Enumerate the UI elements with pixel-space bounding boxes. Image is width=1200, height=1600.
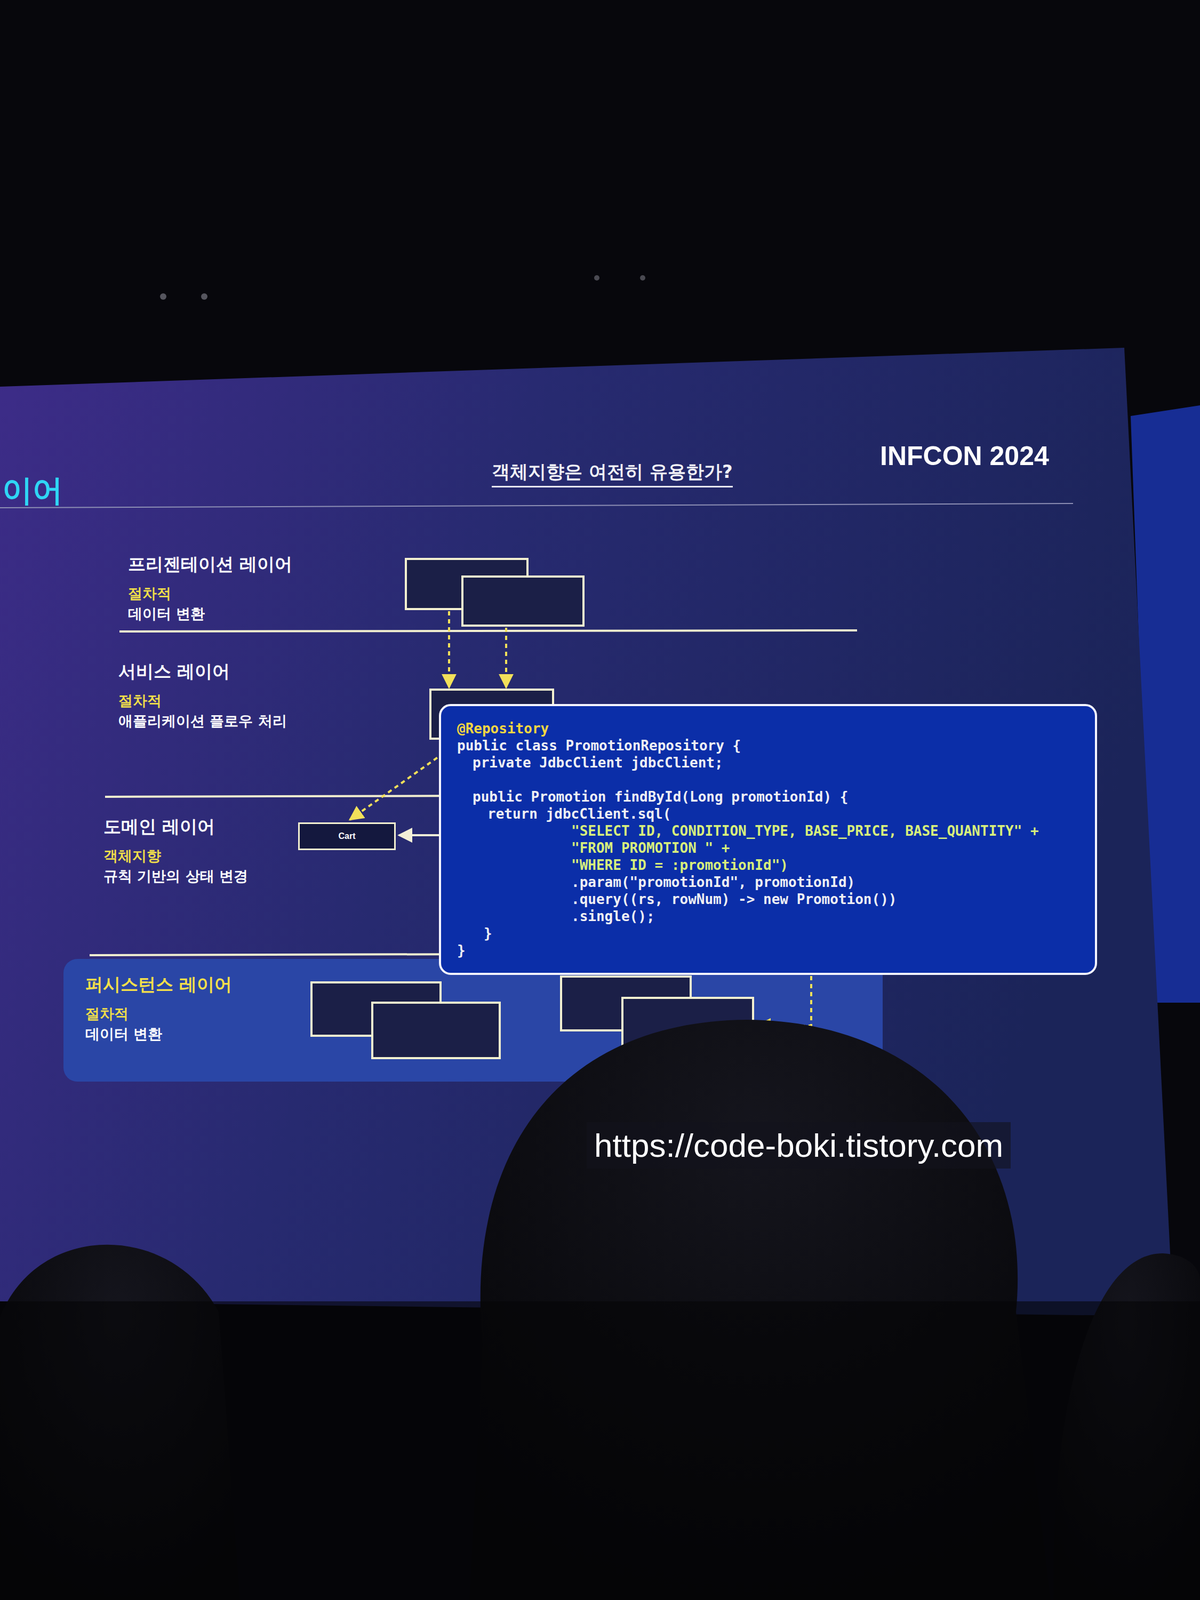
dashed-arrow <box>505 627 508 688</box>
node-note: 절차적 <box>128 583 293 604</box>
layer-divider <box>89 954 480 956</box>
layer-band: 퍼시스턴스 레이어절차적데이터 변환 <box>85 972 233 1045</box>
node-note: 데이터 변환 <box>128 603 293 624</box>
node-note: 애플리케이션 플로우 처리 <box>118 710 287 732</box>
stage-light <box>160 293 167 300</box>
entity-box: Cart <box>298 822 396 851</box>
event-logo: INFCON 2024 <box>880 440 1050 472</box>
dashed-arrow <box>757 976 812 1026</box>
code-line: "FROM PROMOTION " + <box>457 839 1079 857</box>
node-heading: 프리젠테이션 레이어 <box>128 552 293 576</box>
empty-box <box>372 1002 500 1059</box>
code-line: private JdbcClient jdbcClient; <box>457 754 1079 772</box>
layer-band: 프리젠테이션 레이어절차적데이터 변환 <box>128 552 293 624</box>
node-note: 규칙 기반의 상태 변경 <box>103 866 248 887</box>
layer-band: 도메인 레이어객체지향규칙 기반의 상태 변경Cart <box>103 814 248 887</box>
cut-heading: 이어 <box>2 470 63 512</box>
watermark: https://code-boki.tistory.com <box>586 1122 1011 1169</box>
node-heading: 도메인 레이어 <box>103 814 248 839</box>
dashed-arrow <box>448 611 451 688</box>
node-heading: 서비스 레이어 <box>118 659 287 684</box>
code-line: .param("promotionId", promotionId) <box>457 873 1079 891</box>
slide-title: 객체지향은 여전히 유용한가? <box>491 459 733 488</box>
header-rule <box>0 503 1074 508</box>
code-line: public Promotion findById(Long promotion… <box>457 788 1079 806</box>
code-line: .single(); <box>457 907 1079 925</box>
node-note: 데이터 변환 <box>85 1024 233 1045</box>
code-line: return jdbcClient.sql( <box>457 805 1079 823</box>
layer-band: 서비스 레이어절차적애플리케이션 플로우 처리 <box>118 659 287 732</box>
node-note: 절차적 <box>118 690 287 711</box>
stage-light <box>201 293 208 300</box>
solid-arrow <box>398 834 446 837</box>
code-line: "SELECT ID, CONDITION_TYPE, BASE_PRICE, … <box>457 822 1079 840</box>
node-note: 객체지향 <box>103 845 248 867</box>
code-line: @Repository <box>457 720 1079 738</box>
layer-divider <box>119 630 858 632</box>
node-note: 절차적 <box>85 1003 233 1024</box>
stage-light <box>640 275 646 281</box>
dashed-arrow <box>349 753 444 820</box>
layer-divider <box>105 795 480 797</box>
node-heading: 퍼시스턴스 레이어 <box>85 972 233 997</box>
node-heading: Cart <box>338 830 356 842</box>
title-wrap: 객체지향은 여전히 유용한가? <box>452 459 773 488</box>
code-line: "WHERE ID = :promotionId") <box>457 856 1079 874</box>
code-line: } <box>457 941 1079 959</box>
code-line: } <box>457 924 1079 942</box>
audience-shadow <box>0 1301 1200 1600</box>
empty-box <box>462 576 584 626</box>
stage-light <box>594 275 600 281</box>
code-line: .query((rs, rowNum) -> new Promotion()) <box>457 890 1079 908</box>
code-callout: @Repositorypublic class PromotionReposit… <box>438 704 1098 975</box>
code-line: public class PromotionRepository { <box>457 737 1079 755</box>
